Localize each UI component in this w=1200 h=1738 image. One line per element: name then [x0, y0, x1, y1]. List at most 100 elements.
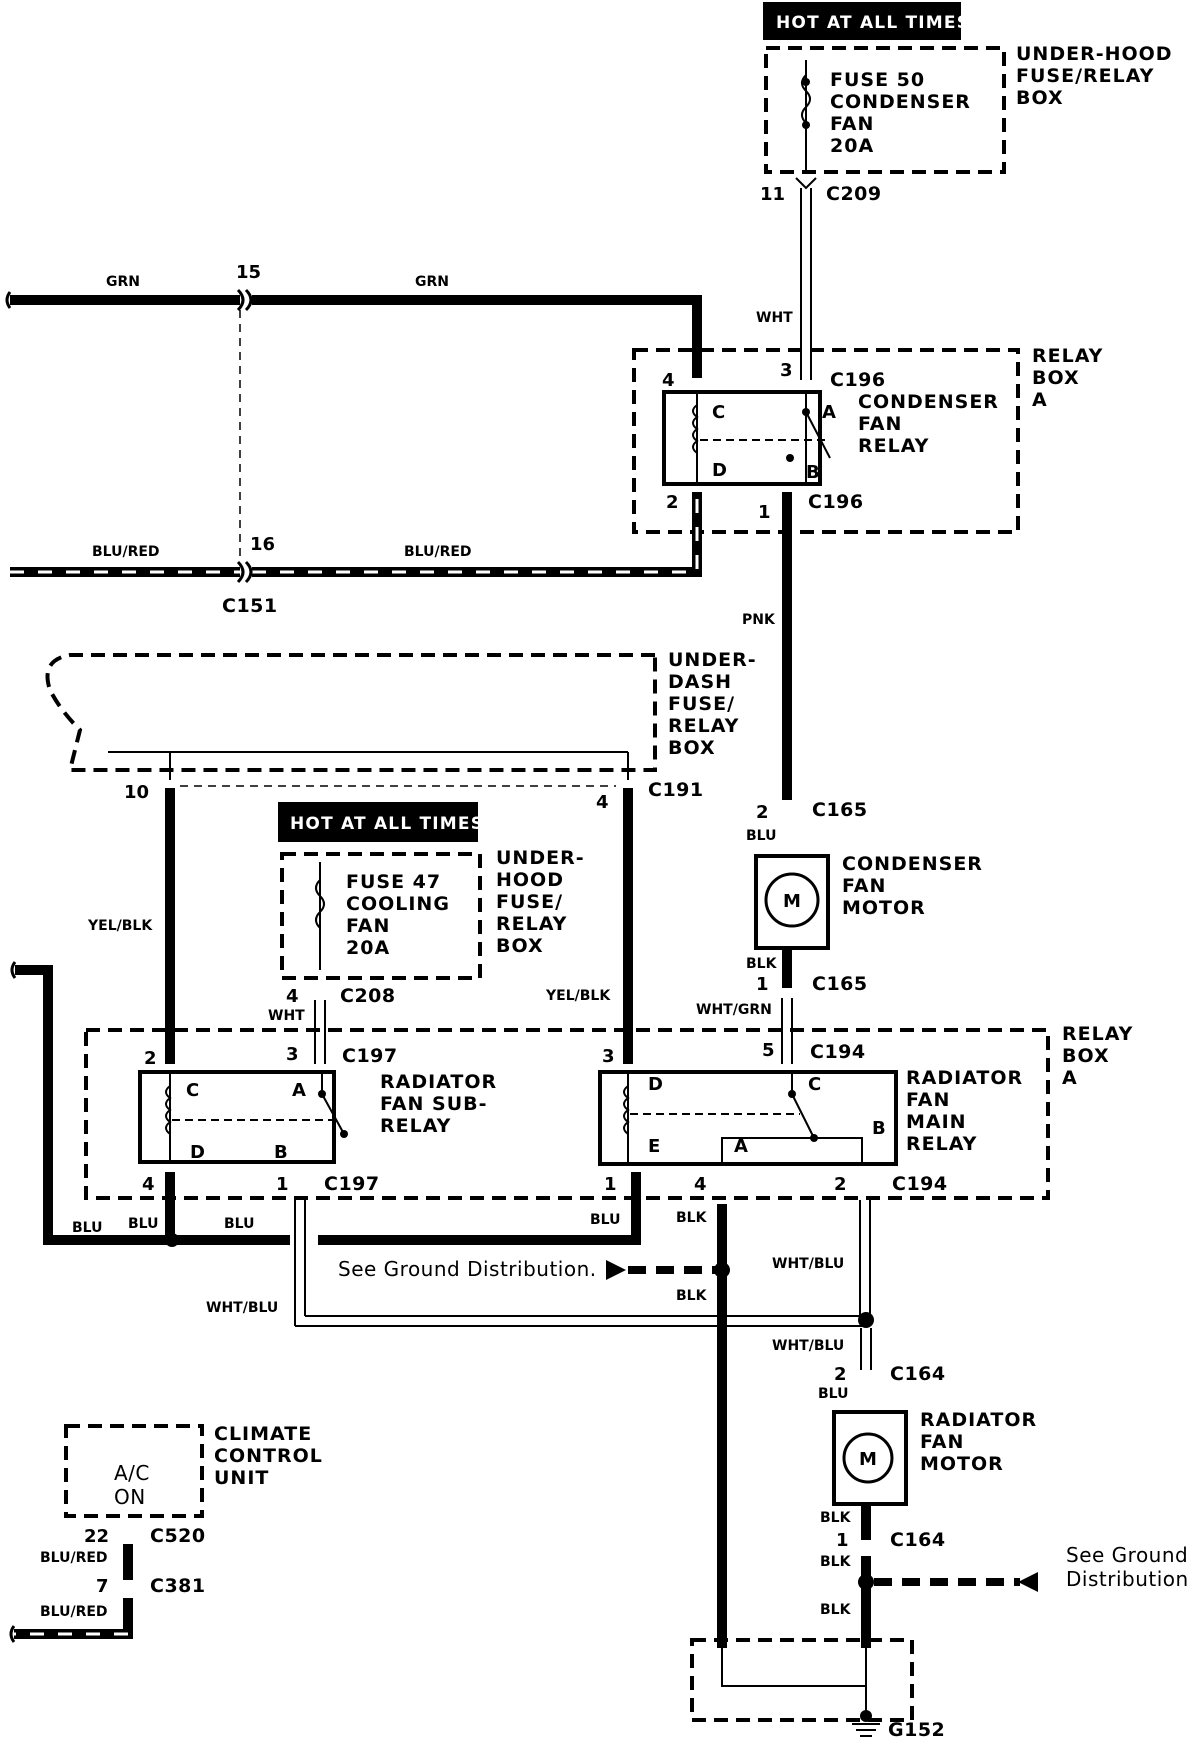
svg-text:WHT/BLU: WHT/BLU	[206, 1300, 278, 1316]
svg-text:BLU: BLU	[128, 1216, 158, 1232]
climate-control-label: CLIMATE	[214, 1423, 312, 1445]
svg-text:RELAY: RELAY	[496, 913, 567, 935]
svg-text:10: 10	[124, 782, 149, 803]
svg-text:D: D	[190, 1142, 205, 1163]
svg-text:1: 1	[758, 502, 771, 523]
underhood-mid-label: UNDER-	[496, 847, 585, 869]
svg-text:D: D	[712, 460, 727, 481]
svg-text:7: 7	[96, 1576, 109, 1597]
svg-text:ON: ON	[114, 1485, 146, 1509]
svg-text:BLK: BLK	[820, 1554, 852, 1570]
connector-c209: C209	[826, 183, 882, 205]
svg-text:E: E	[648, 1136, 660, 1157]
svg-text:MOTOR: MOTOR	[842, 897, 926, 919]
grn-wire-right	[252, 295, 702, 378]
svg-text:COOLING: COOLING	[346, 893, 450, 915]
radiator-motor-label: RADIATOR	[920, 1409, 1037, 1431]
svg-text:4: 4	[694, 1174, 707, 1195]
svg-text:FAN SUB-: FAN SUB-	[380, 1093, 488, 1115]
svg-text:3: 3	[602, 1046, 615, 1067]
underdash-label: UNDER-	[668, 649, 757, 671]
svg-text:2: 2	[666, 492, 679, 513]
svg-text:4: 4	[286, 986, 299, 1007]
svg-text:2: 2	[756, 802, 769, 823]
condenser-relay-label: CONDENSER	[858, 391, 999, 413]
svg-text:FAN: FAN	[842, 875, 886, 897]
ground-g152: G152	[888, 1719, 945, 1738]
svg-text:BLK: BLK	[676, 1288, 708, 1304]
svg-text:WHT: WHT	[268, 1008, 305, 1024]
svg-text:A: A	[1032, 389, 1048, 411]
connector-c197-bottom: C197	[324, 1173, 380, 1195]
svg-text:Distribution: Distribution	[1066, 1567, 1189, 1591]
svg-text:15: 15	[236, 262, 261, 283]
svg-text:A: A	[292, 1080, 306, 1101]
ground-distribution-ref-2: See Ground	[1066, 1543, 1188, 1567]
hot-label-top: HOT AT ALL TIMES	[763, 2, 969, 40]
svg-text:GRN: GRN	[415, 274, 449, 290]
condenser-fan-relay	[662, 390, 822, 486]
svg-text:3: 3	[286, 1044, 299, 1065]
svg-text:2: 2	[144, 1048, 157, 1069]
svg-text:BLU/RED: BLU/RED	[404, 544, 472, 560]
svg-text:CONDENSER: CONDENSER	[830, 91, 971, 113]
svg-text:GRN: GRN	[106, 274, 140, 290]
svg-text:BLK: BLK	[820, 1510, 852, 1526]
svg-text:C: C	[712, 402, 725, 423]
svg-text:WHT/BLU: WHT/BLU	[772, 1338, 844, 1354]
relay-box-a-top	[632, 348, 1020, 534]
svg-text:A: A	[734, 1136, 748, 1157]
hot-label-mid: HOT AT ALL TIMES	[278, 802, 483, 842]
ground-distribution-ref-1: See Ground Distribution.	[338, 1257, 597, 1281]
svg-text:BOX: BOX	[1062, 1045, 1110, 1067]
svg-text:20A: 20A	[346, 937, 390, 959]
svg-text:YEL/BLK: YEL/BLK	[545, 988, 611, 1004]
svg-text:20A: 20A	[830, 135, 874, 157]
svg-text:4: 4	[596, 792, 609, 813]
connector-c165-top: C165	[812, 799, 868, 821]
main-relay-label: RADIATOR	[906, 1067, 1023, 1089]
svg-text:RELAY: RELAY	[380, 1115, 451, 1137]
svg-text:1: 1	[276, 1174, 289, 1195]
svg-text:BLK: BLK	[820, 1602, 852, 1618]
svg-text:1: 1	[836, 1530, 849, 1551]
svg-text:11: 11	[760, 184, 785, 205]
svg-text:BOX: BOX	[1032, 367, 1080, 389]
svg-text:CONTROL: CONTROL	[214, 1445, 323, 1467]
svg-text:B: B	[274, 1142, 288, 1163]
connector-c165-bottom: C165	[812, 973, 868, 995]
connector-c191: C191	[648, 779, 704, 801]
svg-text:4: 4	[662, 370, 675, 391]
connector-c164-bottom: C164	[890, 1529, 946, 1551]
svg-text:A: A	[822, 402, 836, 423]
connector-c151: C151	[222, 595, 278, 617]
svg-text:RELAY: RELAY	[906, 1133, 977, 1155]
connector-c194-top: C194	[810, 1041, 866, 1063]
svg-text:YEL/BLK: YEL/BLK	[87, 918, 153, 934]
connector-c381: C381	[150, 1575, 206, 1597]
svg-text:FUSE/: FUSE/	[668, 693, 735, 715]
svg-text:WHT/BLU: WHT/BLU	[772, 1256, 844, 1272]
svg-text:5: 5	[762, 1040, 775, 1061]
svg-text:FUSE/: FUSE/	[496, 891, 563, 913]
svg-text:B: B	[806, 462, 820, 483]
sub-relay-label: RADIATOR	[380, 1071, 497, 1093]
svg-text:MOTOR: MOTOR	[920, 1453, 1004, 1475]
underhood-top-label: UNDER-HOOD	[1016, 43, 1173, 65]
svg-text:22: 22	[84, 1526, 109, 1547]
relay-box-a-top-label: RELAY	[1032, 345, 1103, 367]
svg-text:4: 4	[142, 1174, 155, 1195]
svg-text:BLK: BLK	[676, 1210, 708, 1226]
svg-text:FUSE/RELAY: FUSE/RELAY	[1016, 65, 1154, 87]
svg-text:FAN: FAN	[858, 413, 902, 435]
connector-c197-top: C197	[342, 1045, 398, 1067]
svg-text:A/C: A/C	[114, 1461, 150, 1485]
connector-c196-bottom: C196	[808, 491, 864, 513]
condenser-motor-label: CONDENSER	[842, 853, 983, 875]
svg-text:PNK: PNK	[742, 612, 776, 628]
svg-text:RELAY: RELAY	[858, 435, 929, 457]
svg-text:D: D	[648, 1074, 663, 1095]
svg-text:FAN: FAN	[906, 1089, 950, 1111]
relay-box-a-bottom-label: RELAY	[1062, 1023, 1133, 1045]
